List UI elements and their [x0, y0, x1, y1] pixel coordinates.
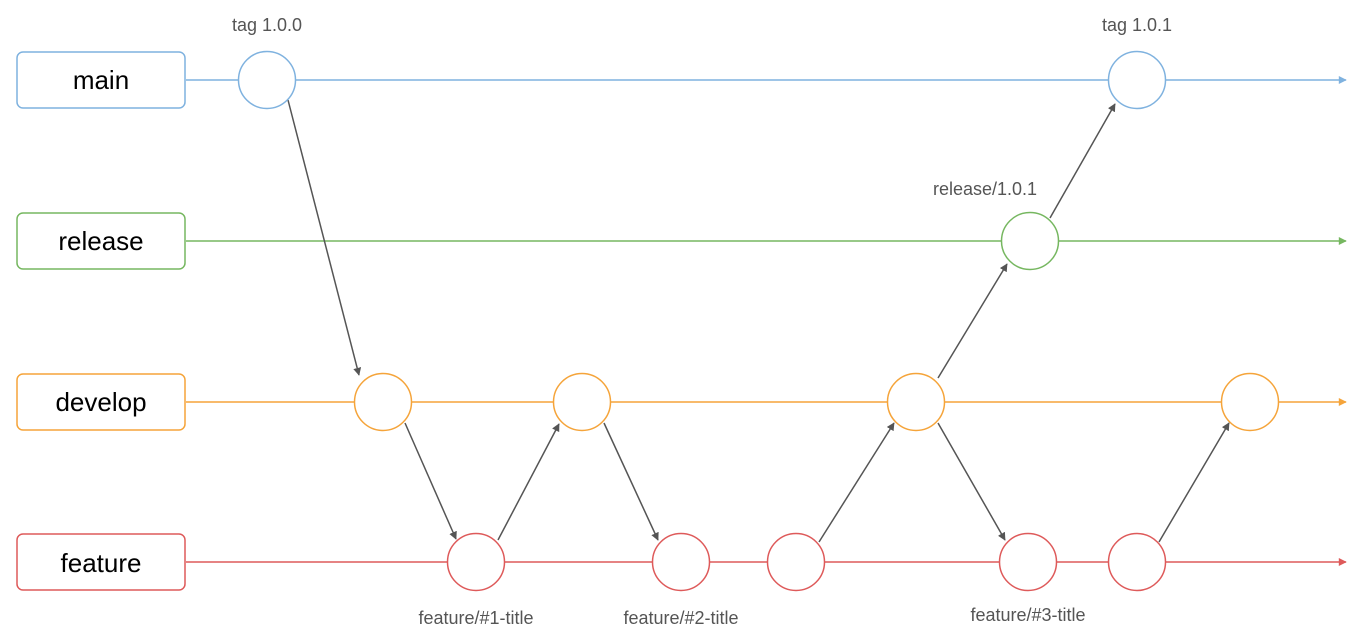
commit-node-feature-2 — [651, 532, 711, 592]
commit-node-main-tag-100 — [237, 50, 297, 110]
commit-node-release-101 — [1000, 211, 1060, 271]
commit-node-feature-1 — [446, 532, 506, 592]
arrow-develop-to-feature2 — [603, 422, 659, 541]
annotation-feature-3: feature/#3-title — [970, 605, 1085, 625]
commit-node-main-tag-101 — [1107, 50, 1167, 110]
branch-label-main-text: main — [73, 65, 129, 95]
branch-label-main: main — [16, 51, 186, 109]
commit-node-develop-2 — [552, 372, 612, 432]
annotation-release-101: release/1.0.1 — [933, 179, 1037, 199]
connector-arrows — [287, 99, 1230, 543]
commit-node-develop-4 — [1220, 372, 1280, 432]
commit-node-feature-4 — [998, 532, 1058, 592]
annotation-feature-2: feature/#2-title — [623, 608, 738, 628]
annotation-tag-100: tag 1.0.0 — [232, 15, 302, 35]
branch-label-develop: develop — [16, 373, 186, 431]
arrow-feature-to-develop — [818, 422, 895, 543]
branch-label-feature: feature — [16, 533, 186, 591]
arrow-feature1-to-develop — [497, 423, 560, 541]
branch-label-release: release — [16, 212, 186, 270]
branch-label-release-text: release — [58, 226, 143, 256]
commit-node-feature-3 — [766, 532, 826, 592]
commit-node-feature-5 — [1107, 532, 1167, 592]
commit-node-develop-1 — [353, 372, 413, 432]
annotation-feature-1: feature/#1-title — [418, 608, 533, 628]
arrow-feature3-to-develop — [1158, 422, 1230, 543]
arrow-develop-to-feature1 — [404, 422, 457, 540]
annotation-tag-101: tag 1.0.1 — [1102, 15, 1172, 35]
arrow-develop-to-release — [937, 263, 1008, 379]
arrow-release-to-main — [1049, 103, 1116, 219]
commit-node-develop-3 — [886, 372, 946, 432]
branch-label-develop-text: develop — [55, 387, 146, 417]
arrow-develop-to-feature3 — [937, 422, 1006, 541]
arrow-main-to-develop — [287, 99, 362, 376]
branch-label-feature-text: feature — [61, 548, 142, 578]
